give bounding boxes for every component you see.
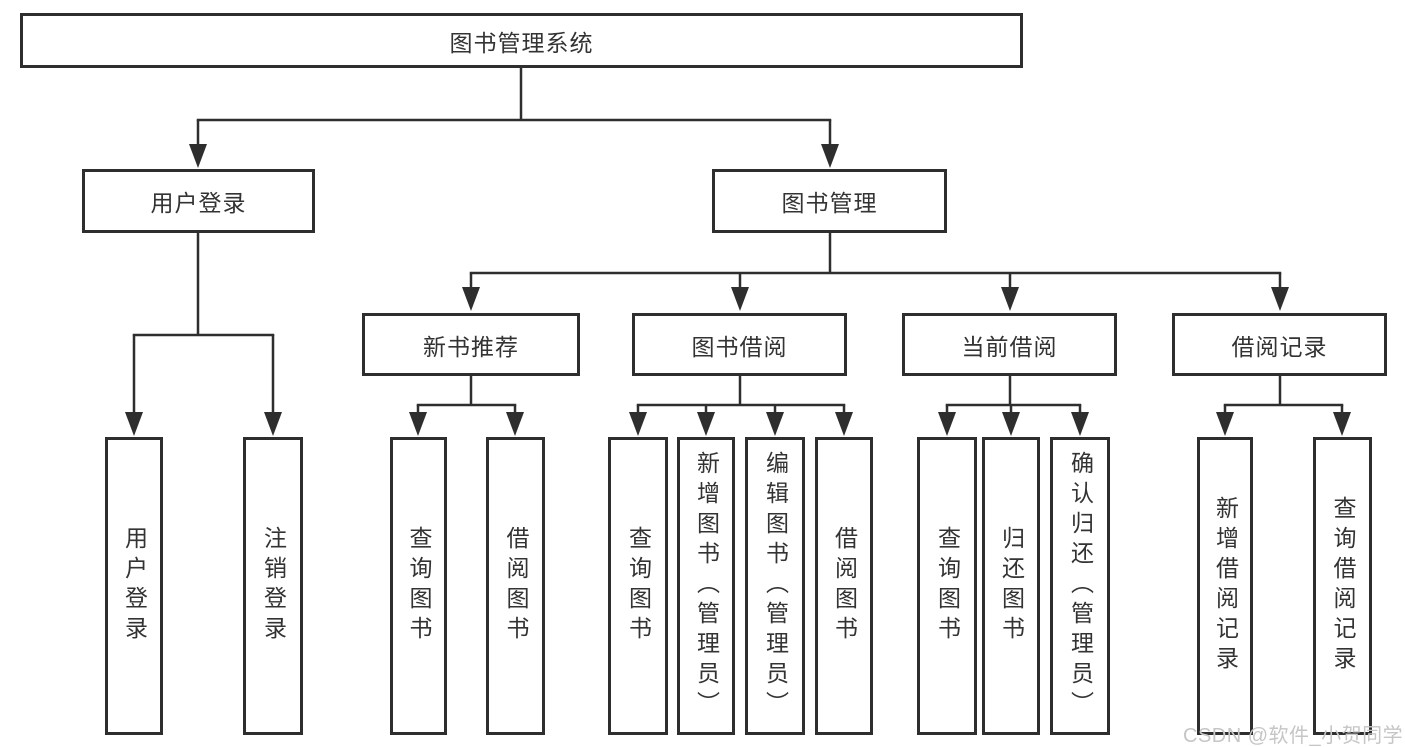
leaf-borrow-books-borrowing: 借阅图书: [815, 437, 873, 735]
node-book-borrowing: 图书借阅: [632, 313, 847, 376]
node-label: 归还图书: [998, 526, 1025, 646]
node-label: 当前借阅: [961, 333, 1058, 360]
node-label: 查询图书: [934, 526, 961, 646]
leaf-add-books-admin: 新增图书（管理员）: [677, 437, 735, 735]
leaf-logout: 注销登录: [243, 437, 303, 735]
node-label: 借阅图书: [503, 526, 529, 646]
node-label: 查询图书: [406, 526, 432, 646]
node-borrowing-records: 借阅记录: [1172, 313, 1387, 376]
node-new-book-recommendation: 新书推荐: [362, 313, 580, 376]
leaf-confirm-return-admin: 确认归还（管理员）: [1050, 437, 1110, 735]
leaf-add-borrow-record: 新增借阅记录: [1197, 437, 1253, 735]
node-current-borrowing: 当前借阅: [902, 313, 1117, 376]
node-label: 图书借阅: [691, 333, 788, 360]
leaf-return-books: 归还图书: [982, 437, 1040, 735]
node-label: 图书管理系统: [449, 29, 594, 56]
node-label: 查询借阅记录: [1330, 496, 1356, 676]
node-label: 用户登录: [121, 526, 148, 646]
leaf-user-login: 用户登录: [105, 437, 163, 735]
leaf-query-books-recommendation: 查询图书: [390, 437, 447, 735]
node-library-management-system: 图书管理系统: [20, 13, 1023, 68]
node-user-login: 用户登录: [82, 169, 315, 233]
node-label: 新书推荐: [423, 333, 519, 360]
arrowheads: [125, 144, 1351, 436]
node-label: 借阅图书: [831, 526, 858, 646]
leaf-edit-books-admin: 编辑图书（管理员）: [745, 437, 805, 735]
node-label: 图书管理: [781, 190, 878, 216]
leaf-query-borrow-record: 查询借阅记录: [1313, 437, 1372, 735]
leaf-borrow-books-recommendation: 借阅图书: [486, 437, 545, 735]
node-label: 借阅记录: [1231, 333, 1328, 360]
csdn-watermark: CSDN @软件_小贺同学: [1183, 725, 1404, 747]
node-label: 用户登录: [150, 190, 247, 216]
leaf-query-books-current: 查询图书: [917, 437, 977, 735]
node-label: 新增借阅记录: [1212, 496, 1239, 676]
node-label: 注销登录: [260, 526, 287, 646]
node-label: 确认归还（管理员）: [1067, 451, 1094, 721]
node-label: 新增图书（管理员）: [693, 451, 720, 721]
node-label: 查询图书: [625, 526, 652, 646]
node-label: 编辑图书（管理员）: [762, 451, 789, 721]
leaf-query-books-borrowing: 查询图书: [608, 437, 668, 735]
node-book-management: 图书管理: [712, 169, 947, 233]
